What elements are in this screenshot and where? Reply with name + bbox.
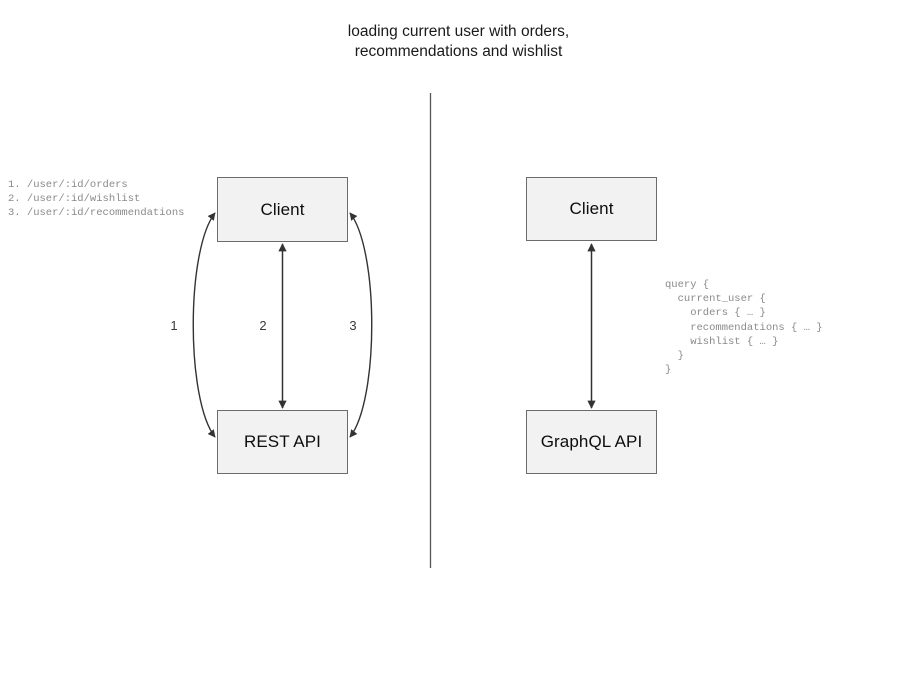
edge-1-label: 1 [170,318,178,333]
node-label: Client [260,199,305,219]
page-title: loading current user with orders, recomm… [347,23,570,60]
edge-2-label: 2 [259,318,267,333]
node-label: Client [569,199,614,218]
graphql-query-snippet: query { current_user { orders { … } reco… [665,279,823,377]
edge-3-arrow [349,212,373,438]
edge-1-arrow [192,212,216,438]
node-label: REST API [243,432,322,451]
node-client-rest[interactable]: Client [217,177,348,242]
node-client-graphql[interactable]: Client [526,177,657,241]
edge-3-label: 3 [349,318,357,333]
node-label: GraphQL API [540,432,643,451]
rest-endpoints-list: 1. /user/:id/orders 2. /user/:id/wishlis… [8,179,185,220]
node-graphql-api[interactable]: GraphQL API [526,410,657,474]
node-rest-api[interactable]: REST API [217,410,348,474]
